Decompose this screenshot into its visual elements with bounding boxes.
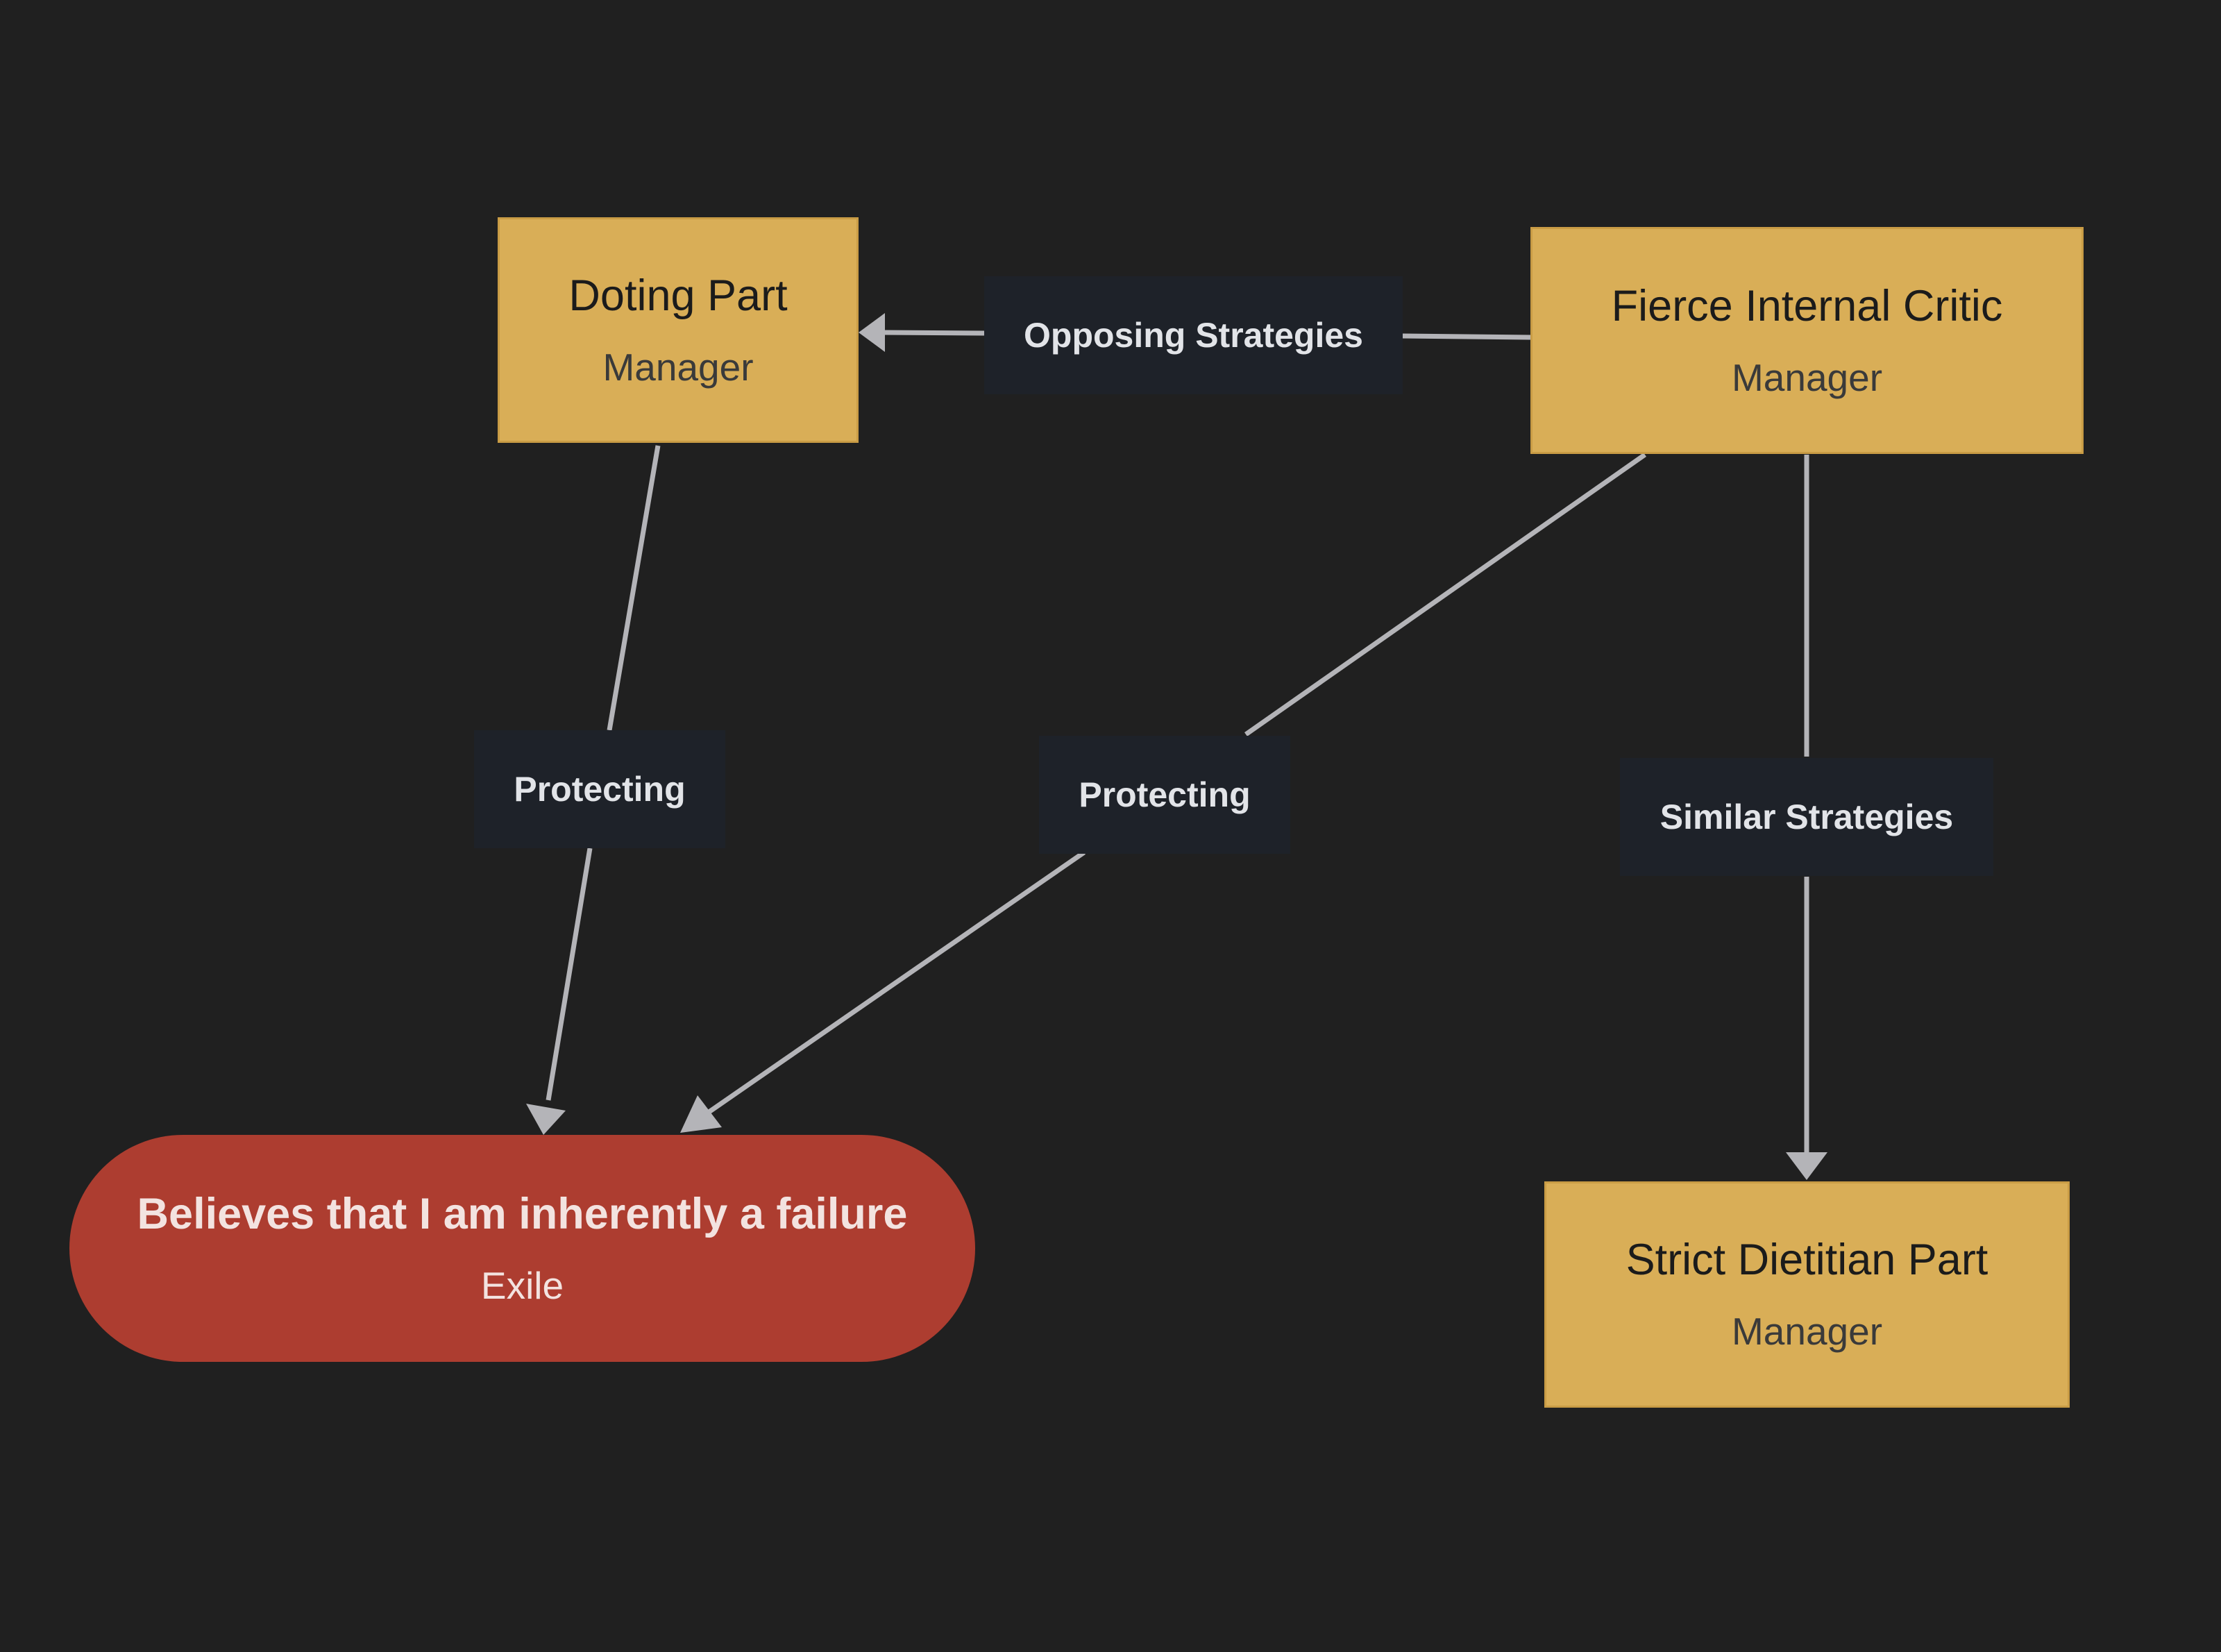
node-role: Manager	[602, 345, 754, 389]
arrowhead-icon	[680, 1095, 722, 1133]
node-title: Believes that I am inherently a failure	[137, 1189, 908, 1238]
edge-doting-protecting-exile	[526, 445, 661, 1135]
edge-label-opposing-strategies: Opposing Strategies	[984, 276, 1403, 394]
edge-critic-protecting-exile	[680, 453, 1647, 1133]
edge-opposing-strategies	[859, 313, 1531, 352]
edge-label-protecting-critic: Protecting	[1039, 736, 1290, 854]
edge-similar-strategies	[1786, 455, 1827, 1180]
node-strict-dietitian-part[interactable]: Strict Dietitian Part Manager	[1544, 1181, 2070, 1408]
edge-label-protecting-doting: Protecting	[474, 730, 725, 848]
edge-label-similar-strategies: Similar Strategies	[1620, 758, 1993, 876]
node-title: Fierce Internal Critic	[1611, 281, 2003, 330]
node-role: Exile	[480, 1263, 564, 1307]
node-doting-part[interactable]: Doting Part Manager	[498, 217, 859, 443]
node-title: Doting Part	[568, 271, 788, 320]
node-role: Manager	[1731, 355, 1883, 399]
arrowhead-icon	[1786, 1152, 1827, 1180]
arrowhead-icon	[859, 313, 885, 352]
node-exile-failure-belief[interactable]: Believes that I am inherently a failure …	[69, 1135, 975, 1362]
node-role: Manager	[1731, 1310, 1883, 1354]
arrowhead-icon	[526, 1104, 566, 1135]
node-fierce-internal-critic[interactable]: Fierce Internal Critic Manager	[1530, 227, 2084, 454]
node-title: Strict Dietitian Part	[1625, 1236, 1988, 1285]
